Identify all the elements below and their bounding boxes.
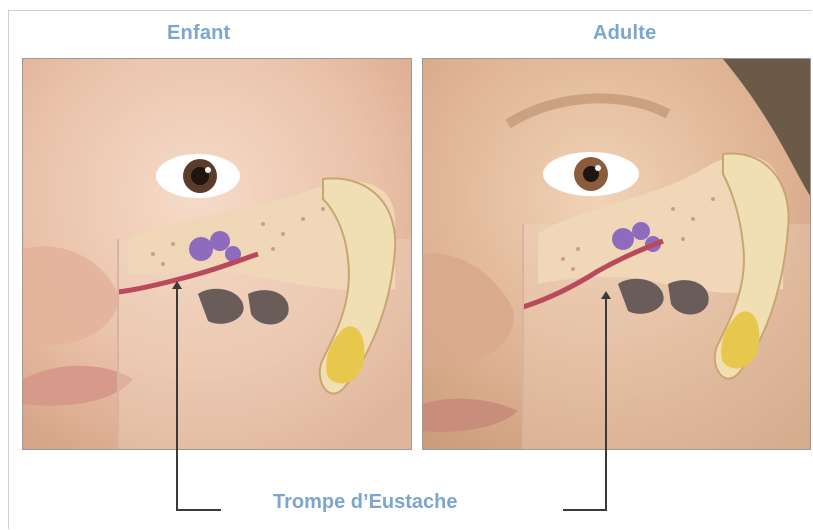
panel-title-adult: Adulte	[593, 22, 656, 45]
leader-line-adult-horizontal	[563, 509, 607, 511]
child-anatomy-illustration	[23, 59, 412, 450]
leader-arrow-adult	[601, 291, 611, 299]
panel-child-illustration	[22, 58, 412, 450]
leader-line-child-vertical	[176, 288, 178, 510]
leader-line-adult-vertical	[605, 298, 607, 510]
panel-adult-illustration	[422, 58, 811, 450]
eustachian-tube-label: Trompe d’Eustache	[273, 491, 458, 514]
leader-line-child-horizontal	[176, 509, 221, 511]
adult-anatomy-illustration	[423, 59, 811, 450]
leader-arrow-child	[172, 281, 182, 289]
panel-title-child: Enfant	[167, 22, 230, 45]
